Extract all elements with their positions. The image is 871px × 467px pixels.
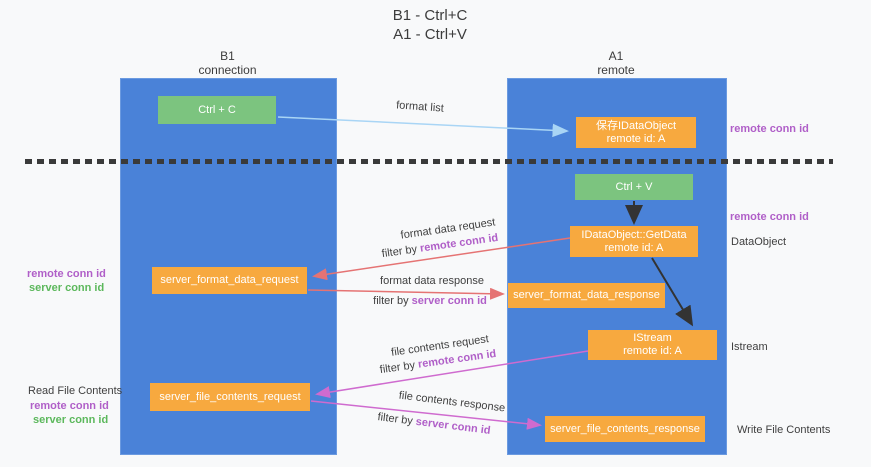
node-ctrl-c: Ctrl + C: [158, 96, 276, 124]
side-remote-conn-id-mid-right: remote conn id: [730, 211, 809, 223]
lane-right-subtitle: remote: [597, 63, 635, 77]
side-istream: Istream: [731, 341, 768, 353]
lane-left-subtitle: connection: [198, 63, 257, 77]
node-istream: IStream remote id: A: [588, 330, 717, 360]
label-filter-server-2: filter by server conn id: [377, 411, 491, 437]
node-ctrl-v: Ctrl + V: [575, 174, 693, 200]
label-file-contents-response: file contents response: [398, 389, 506, 415]
title-line-2: A1 - Ctrl+V: [393, 26, 467, 43]
node-file-response-label: server_file_contents_response: [550, 422, 700, 435]
title-line-1: B1 - Ctrl+C: [392, 7, 468, 24]
label-format-data-response: format data response: [380, 275, 484, 287]
lane-header-right: A1 remote: [507, 49, 725, 77]
label-format-list: format list: [395, 99, 445, 115]
node-ctrl-v-label: Ctrl + V: [615, 180, 653, 193]
diagram-title: B1 - Ctrl+C A1 - Ctrl+V: [330, 6, 530, 44]
filter-by-text: filter by: [376, 411, 417, 428]
node-save-idataobject-line1: 保存IDataObject: [595, 119, 677, 132]
lane-left-name: B1: [220, 49, 235, 63]
filter-by-text: filter by: [379, 358, 419, 377]
arrow-format-data-response: [307, 287, 505, 300]
node-format-response-label: server_format_data_response: [513, 289, 660, 301]
label-filter-server-1: filter by server conn id: [373, 295, 487, 307]
node-server-format-data-response: server_format_data_response: [508, 283, 665, 308]
node-save-idataobject-line2: remote id: A: [606, 132, 666, 145]
lane-header-left: B1 connection: [120, 49, 335, 77]
server-conn-id-text: server conn id: [411, 295, 487, 307]
node-getdata-line2: remote id: A: [604, 241, 664, 254]
phase-divider-dashed-line: [25, 159, 833, 164]
lane-right-name: A1: [608, 49, 624, 63]
server-conn-id-text: server conn id: [415, 415, 492, 437]
filter-by-text: filter by: [381, 242, 421, 261]
node-server-file-contents-response: server_file_contents_response: [545, 416, 705, 442]
node-getdata-line1: IDataObject::GetData: [581, 228, 687, 241]
node-file-request-label: server_file_contents_request: [159, 390, 301, 403]
side-remote-conn-id-top-right: remote conn id: [730, 123, 809, 135]
node-format-request-label: server_format_data_request: [160, 274, 299, 286]
side-read-file-contents: Read File Contents: [28, 385, 123, 397]
side-remote-conn-id-left2: remote conn id: [30, 400, 109, 412]
node-istream-line1: IStream: [633, 332, 672, 344]
side-server-conn-id-left2: server conn id: [33, 414, 109, 426]
side-write-file-contents: Write File Contents: [737, 424, 831, 436]
side-remote-conn-id-left1: remote conn id: [27, 268, 106, 280]
node-ctrl-c-label: Ctrl + C: [198, 103, 236, 116]
node-istream-line2: remote id: A: [623, 345, 682, 357]
side-dataobject: DataObject: [731, 236, 787, 248]
node-idataobject-getdata: IDataObject::GetData remote id: A: [570, 226, 698, 257]
filter-by-text: filter by: [373, 295, 412, 307]
node-save-idataobject: 保存IDataObject remote id: A: [576, 117, 696, 148]
node-server-file-contents-request: server_file_contents_request: [150, 383, 310, 411]
node-server-format-data-request: server_format_data_request: [152, 267, 307, 294]
side-server-conn-id-left1: server conn id: [29, 282, 105, 294]
